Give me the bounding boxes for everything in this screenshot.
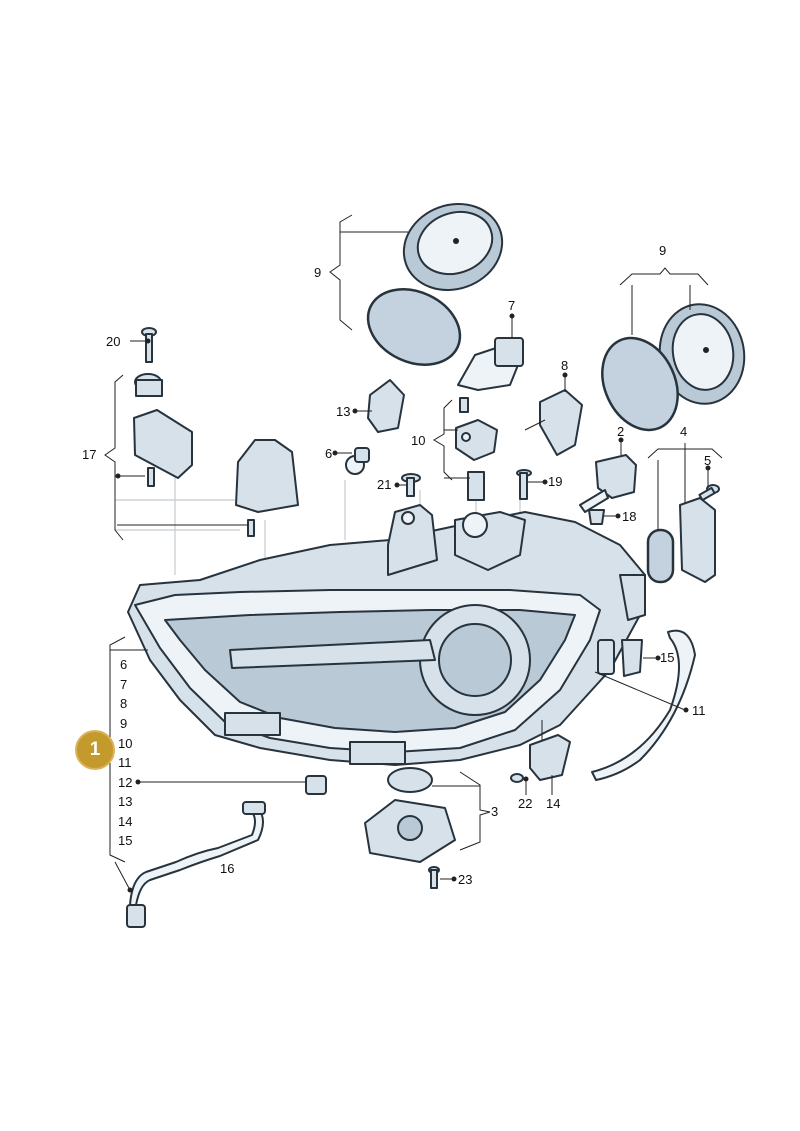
cap-9-left bbox=[366, 202, 504, 366]
column-item-6: 6 bbox=[120, 657, 127, 672]
column-item-13: 13 bbox=[118, 794, 132, 809]
column-item-12: 12 bbox=[118, 775, 132, 790]
label-22: 22 bbox=[518, 796, 532, 811]
grommet-12 bbox=[305, 775, 327, 795]
label-18: 18 bbox=[622, 509, 636, 524]
label-9-left: 9 bbox=[314, 265, 321, 280]
adjuster-10 bbox=[455, 397, 498, 501]
label-11: 11 bbox=[692, 703, 706, 718]
label-21: 21 bbox=[377, 477, 391, 492]
pin-6 bbox=[345, 447, 370, 475]
label-13: 13 bbox=[336, 404, 350, 419]
column-item-14: 14 bbox=[118, 814, 132, 829]
label-14: 14 bbox=[546, 796, 560, 811]
label-4: 4 bbox=[680, 424, 687, 439]
xenon-bulb-2 bbox=[579, 454, 637, 513]
screw-5 bbox=[698, 484, 720, 502]
bracket-13 bbox=[367, 379, 405, 433]
screw-22 bbox=[510, 773, 524, 783]
column-list: 6 7 8 9 10 11 12 13 14 15 bbox=[118, 657, 132, 848]
cap-4 bbox=[646, 497, 716, 584]
label-8: 8 bbox=[561, 358, 568, 373]
motor-8 bbox=[524, 389, 583, 456]
cable-16 bbox=[126, 801, 266, 928]
label-9-right: 9 bbox=[659, 243, 666, 258]
headlight-housing bbox=[127, 511, 646, 766]
screw-23 bbox=[428, 866, 440, 889]
column-item-11: 11 bbox=[118, 755, 132, 770]
label-10: 10 bbox=[411, 433, 425, 448]
label-19: 19 bbox=[548, 474, 562, 489]
label-17: 17 bbox=[82, 447, 96, 462]
screw-19 bbox=[516, 469, 532, 500]
column-item-15: 15 bbox=[118, 833, 132, 848]
column-item-10: 10 bbox=[118, 736, 132, 751]
screw-21 bbox=[401, 473, 421, 497]
bulb-7 bbox=[457, 337, 524, 391]
label-20: 20 bbox=[106, 334, 120, 349]
ballast-3 bbox=[364, 767, 456, 863]
bracket-14 bbox=[529, 734, 571, 781]
label-5: 5 bbox=[704, 453, 711, 468]
housing-top-mount bbox=[387, 504, 526, 576]
label-6: 6 bbox=[325, 446, 332, 461]
column-item-7: 7 bbox=[120, 677, 127, 692]
label-3: 3 bbox=[491, 804, 498, 819]
label-16: 16 bbox=[220, 861, 234, 876]
screw-20 bbox=[141, 327, 157, 363]
label-7: 7 bbox=[508, 298, 515, 313]
cap-9-right bbox=[601, 303, 746, 432]
callout-number: 1 bbox=[89, 739, 101, 760]
column-item-8: 8 bbox=[120, 696, 127, 711]
clip-15 bbox=[621, 639, 643, 677]
part-numbers: 20 17 9 9 7 8 13 10 6 21 19 2 4 5 18 15 … bbox=[82, 243, 711, 887]
cap-18 bbox=[588, 509, 605, 525]
bracket-17 bbox=[133, 373, 299, 537]
callout-badge: 1 bbox=[75, 730, 115, 770]
label-15: 15 bbox=[660, 650, 674, 665]
label-23: 23 bbox=[458, 872, 472, 887]
column-item-9: 9 bbox=[120, 716, 127, 731]
label-2: 2 bbox=[617, 424, 624, 439]
